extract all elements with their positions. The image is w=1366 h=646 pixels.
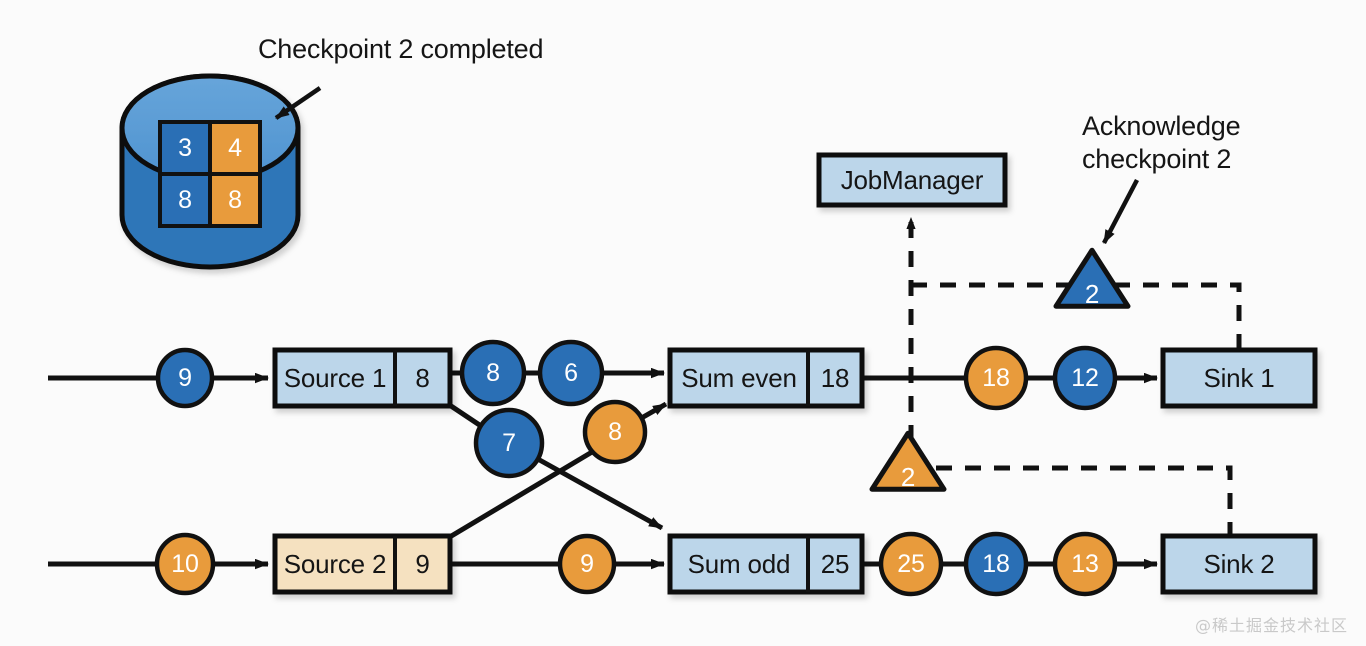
operator-label-sink-2: Sink 2 xyxy=(1203,548,1275,579)
record-circle-rec-9-s2 xyxy=(557,533,617,595)
watermark: @稀土掘金技术社区 xyxy=(1194,616,1348,635)
record-circle-rec-8-s1 xyxy=(459,339,527,407)
edge-source2-to-orange8 xyxy=(446,449,594,541)
record-circle-rec-13-odd xyxy=(1052,531,1118,597)
operator-box-sum-even[interactable] xyxy=(667,347,865,409)
record-circle-rec-12-even xyxy=(1052,345,1118,411)
barrier-triangle-barrier-blue-2 xyxy=(1053,247,1131,309)
acknowledge-annotation-arrow xyxy=(1102,178,1139,245)
record-value-rec-7-s1: 7 xyxy=(502,428,516,457)
record-value-rec-18-odd: 18 xyxy=(982,549,1010,578)
operator-label-source-2: Source 2 xyxy=(283,548,387,579)
checkpoint-completed-label: Checkpoint 2 completed xyxy=(258,34,544,64)
record-value-rec-12-even: 12 xyxy=(1071,363,1099,392)
record-value-rec-10-in: 10 xyxy=(171,549,199,578)
record-value-rec-9-in: 9 xyxy=(178,363,192,392)
storage-cell-2: 8 xyxy=(178,185,192,214)
job-manager-rect[interactable] xyxy=(816,152,1008,208)
record-circle-rec-6-s1 xyxy=(537,339,605,407)
barrier-value-barrier-orange-2: 2 xyxy=(900,462,916,492)
operator-label-sink-1: Sink 1 xyxy=(1203,362,1275,393)
edge-source1-to-7 xyxy=(446,401,486,431)
record-value-rec-6-s1: 6 xyxy=(564,358,578,387)
operator-box-sink-1[interactable] xyxy=(1160,347,1318,409)
record-circle-rec-9-in xyxy=(155,347,215,409)
job-manager-label: JobManager xyxy=(840,164,984,195)
storage-cell-1: 4 xyxy=(228,133,242,162)
barrier-value-barrier-blue-2: 2 xyxy=(1084,279,1100,309)
record-value-rec-25-odd: 25 xyxy=(897,549,925,578)
operator-state-sum-even: 18 xyxy=(820,362,850,393)
job-manager-box[interactable] xyxy=(816,152,1008,208)
checkpoint-state-grid xyxy=(158,120,262,228)
record-circle-rec-10-in xyxy=(154,532,216,596)
operator-group xyxy=(272,347,1318,595)
barrier-group xyxy=(869,247,1131,492)
operator-label-sum-odd: Sum odd xyxy=(687,548,791,579)
operator-label-source-1: Source 1 xyxy=(283,362,387,393)
operator-box-sink-2[interactable] xyxy=(1160,533,1318,595)
acknowledge-label-line1: Acknowledge xyxy=(1082,111,1241,141)
record-circle-rec-7-s1 xyxy=(473,407,545,479)
record-value-rec-8-s1: 8 xyxy=(486,358,500,387)
checkpoint-annotation-arrow xyxy=(274,86,322,120)
dashed-ack-sink1 xyxy=(911,282,1242,352)
record-circle-rec-18-odd xyxy=(963,531,1029,597)
record-group xyxy=(154,339,1118,597)
operator-box-source-2[interactable] xyxy=(272,533,453,595)
dashed-ack-sink2 xyxy=(936,465,1233,538)
operator-box-sum-odd[interactable] xyxy=(667,533,865,595)
operator-state-source-1: 8 xyxy=(415,362,430,393)
record-value-rec-18-even: 18 xyxy=(982,363,1010,392)
storage-cell-3: 8 xyxy=(228,185,242,214)
record-value-rec-13-odd: 13 xyxy=(1071,549,1099,578)
operator-state-source-2: 9 xyxy=(415,548,430,579)
record-circle-rec-25-odd xyxy=(878,531,944,597)
barrier-triangle-barrier-orange-2 xyxy=(869,430,947,492)
record-value-rec-9-s2: 9 xyxy=(580,549,594,578)
record-circle-rec-18-even xyxy=(963,345,1029,411)
record-value-rec-8-orange: 8 xyxy=(608,417,622,446)
operator-box-source-1[interactable] xyxy=(272,347,453,409)
edge-7-to-sumodd xyxy=(534,455,664,531)
operator-state-sum-odd: 25 xyxy=(820,548,850,579)
acknowledge-label-line2: checkpoint 2 xyxy=(1082,144,1232,174)
storage-cell-0: 3 xyxy=(178,133,192,162)
record-circle-rec-8-orange xyxy=(582,399,648,465)
operator-label-sum-even: Sum even xyxy=(681,362,797,393)
